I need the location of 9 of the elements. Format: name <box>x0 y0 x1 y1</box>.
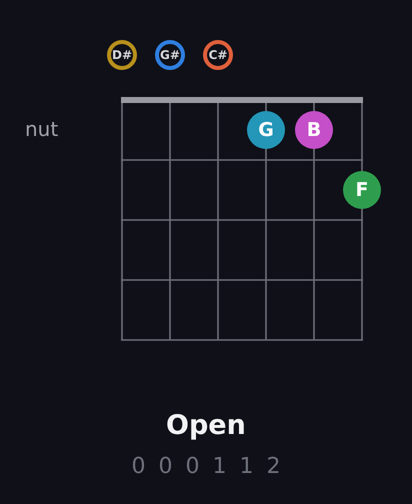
chord-name: Open <box>166 410 246 441</box>
note-ring: C# <box>203 40 233 70</box>
note-dot: B <box>295 111 333 149</box>
note-dot: G <box>247 111 285 149</box>
note-ring: G# <box>155 40 185 70</box>
nut-label: nut <box>25 117 58 141</box>
note-dot: F <box>343 171 381 209</box>
fingering-text: 0 0 0 1 1 2 <box>132 454 284 479</box>
note-ring: D# <box>107 40 137 70</box>
